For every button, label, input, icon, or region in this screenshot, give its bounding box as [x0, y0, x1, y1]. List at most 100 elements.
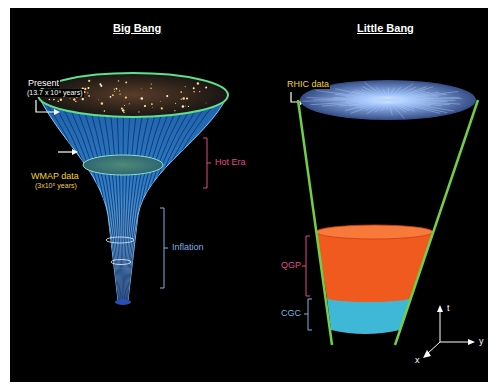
particle-track [363, 87, 388, 100]
data-label: WMAP data [30, 171, 80, 181]
galaxy-dot [53, 99, 55, 101]
galaxy-dot [185, 86, 186, 87]
leader-arrows [36, 92, 306, 155]
galaxy-dot [199, 91, 200, 92]
galaxy-dot [140, 97, 142, 99]
funnel-stripe [55, 95, 117, 300]
galaxy-dot [159, 100, 161, 102]
era-brackets [160, 138, 312, 330]
galaxy-dot [104, 110, 106, 112]
particle-track [388, 98, 462, 100]
particle-track [376, 87, 388, 100]
galaxy-dot [184, 105, 186, 107]
galaxy-dot [101, 102, 103, 104]
galaxy-dot [123, 112, 124, 113]
particle-track [388, 100, 454, 111]
galaxy-dot [151, 84, 152, 85]
age-label: (13.7 x 10⁹ years) [26, 89, 84, 97]
particle-track [388, 100, 440, 113]
galaxy-dot [174, 110, 175, 111]
funnel-stripe [93, 95, 120, 300]
particle-track [383, 89, 388, 100]
galaxy-dot [88, 80, 90, 82]
galaxy-dot [188, 106, 189, 107]
galaxy-dot [144, 105, 146, 107]
funnel-stripe [126, 95, 169, 300]
galaxy-dot [205, 87, 207, 89]
funnel-stripe [116, 95, 122, 300]
galaxy-dot [119, 93, 120, 94]
galaxy-dot [118, 80, 119, 81]
age-label: (3x10⁵ years) [34, 182, 78, 190]
galaxy-dot [114, 89, 115, 90]
galaxy-dot [69, 98, 71, 100]
panel-heading: Little Bang [356, 22, 415, 35]
galaxy-dot [151, 103, 153, 105]
galaxy-dot [180, 91, 182, 93]
galaxy-dot [112, 94, 114, 96]
galaxy-dot [119, 90, 120, 91]
galaxy-dot [100, 85, 102, 87]
particle-track [352, 91, 388, 100]
galaxy-dot [88, 87, 90, 89]
galaxy-dot [73, 98, 75, 100]
galaxy-dot [84, 88, 86, 90]
particle-track [345, 100, 388, 111]
galaxy-dot [141, 97, 144, 100]
particle-track [388, 100, 447, 113]
galaxy-dot [60, 98, 62, 100]
particle-track [364, 82, 388, 100]
little-bang-cone [298, 80, 478, 345]
galaxy-dot [150, 88, 152, 90]
funnel-stripe [129, 95, 200, 300]
galaxy-dot [124, 105, 125, 106]
galaxy-dot [181, 99, 182, 100]
galaxy-dot [88, 95, 90, 97]
galaxy-dot [116, 88, 118, 90]
galaxy-dot [186, 97, 188, 99]
galaxy-dot [140, 88, 142, 90]
particle-track [388, 100, 415, 111]
galaxy-dot [114, 91, 115, 92]
galaxy-dot [205, 102, 207, 104]
funnel-stripes [40, 95, 222, 300]
particle-track [361, 90, 388, 100]
funnel-stripe [63, 95, 118, 300]
galaxy-dot [175, 103, 176, 104]
funnel-stripe [130, 95, 215, 300]
phase-label: CGC [280, 308, 302, 318]
galaxy-dot [49, 99, 51, 101]
funnel-stripe [78, 95, 119, 300]
particle-track [388, 100, 392, 115]
galaxy-dot [182, 105, 185, 108]
axis-label: t [446, 303, 451, 313]
galaxy-dot [75, 101, 76, 102]
funnel-stripe [130, 95, 222, 300]
galaxy-dot [129, 103, 130, 104]
galaxy-dot [98, 99, 100, 101]
galaxy-dot [122, 109, 125, 112]
galaxy-dot [125, 81, 127, 83]
galaxy-dot [87, 92, 88, 93]
galaxy-dot [58, 100, 60, 102]
era-label: Hot Era [214, 157, 247, 167]
particle-track [388, 100, 409, 111]
galaxy-dot [110, 96, 112, 98]
particle-track [388, 100, 404, 118]
era-label: Inflation [171, 242, 205, 252]
particle-track [339, 100, 388, 106]
black-panel [10, 8, 488, 382]
axis-label: y [478, 336, 485, 346]
panel-heading: Big Bang [112, 22, 162, 35]
galaxy-dot [197, 82, 200, 85]
galaxy-dot [82, 98, 84, 100]
funnel-stripe [129, 95, 207, 300]
data-label: RHIC data [286, 79, 330, 89]
galaxy-dot [84, 91, 86, 93]
galaxy-dot [193, 91, 195, 93]
funnel-stripe [108, 95, 121, 300]
funnel-stripe [128, 95, 192, 300]
galaxy-dot [121, 108, 123, 110]
